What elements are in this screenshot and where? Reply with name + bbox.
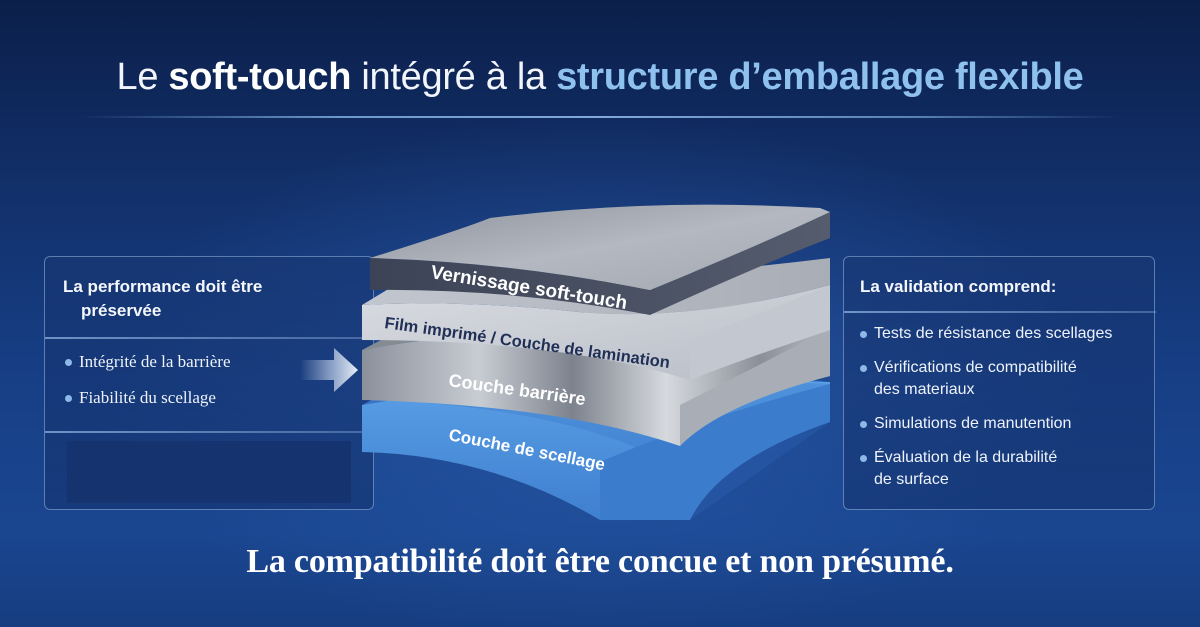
validation-list: Tests de résistance des scellages Vérifi… [858,323,1112,503]
title-divider [80,116,1120,118]
page-title: Le soft-touch intégré à la structure d’e… [0,56,1200,99]
list-item: Fiabilité du scellage [63,387,231,409]
performance-heading: La performance doit être préservée [63,277,263,320]
performance-panel: La performance doit être préservée Intég… [44,256,375,510]
footer-statement: La compatibilité doit être concue et non… [246,543,954,580]
title-accent: structure d’emballage flexible [556,56,1084,98]
list-item: Intégrité de la barrière [63,351,231,373]
title-text: Le [116,56,169,98]
validation-heading: La validation comprend: [860,277,1057,296]
performance-list: Intégrité de la barrière Fiabilité du sc… [63,351,231,423]
blank-box [67,441,351,503]
list-item: Simulations de manutention [858,413,1112,435]
title-bold: soft-touch [168,56,352,98]
divider [844,311,1156,313]
arrow-right-icon [300,348,358,392]
layer-varnish [370,204,830,315]
divider [45,431,375,433]
layer-stack-diagram: Vernissage soft-touch Film imprimé / Cou… [362,204,830,520]
validation-panel: La validation comprend: Tests de résista… [843,256,1156,510]
title-text-2: intégré à la [351,56,557,98]
list-item: Tests de résistance des scellages [858,323,1112,345]
divider [45,337,375,339]
